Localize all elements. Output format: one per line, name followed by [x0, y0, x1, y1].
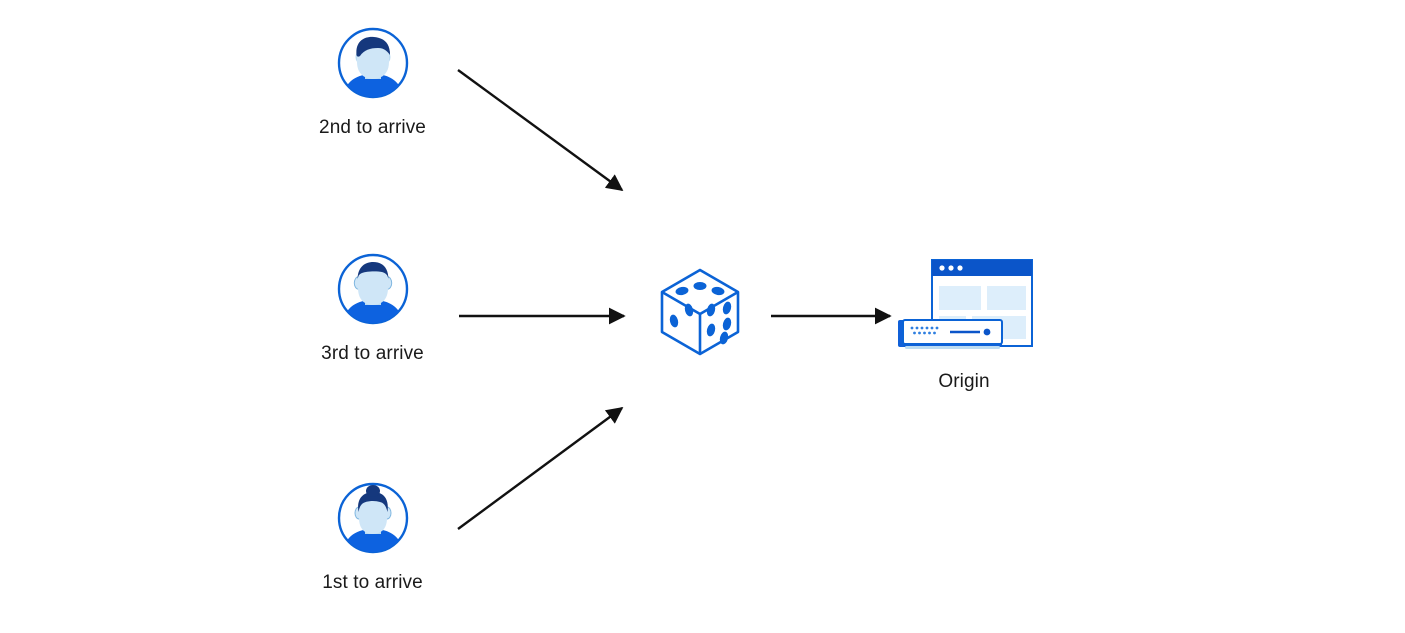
node-label: 2nd to arrive — [319, 117, 426, 138]
titlebar-dot — [939, 265, 945, 271]
titlebar-dot — [948, 265, 954, 271]
user-avatar-icon — [336, 481, 410, 555]
node-label: 3rd to arrive — [321, 343, 424, 364]
node-label: 1st to arrive — [322, 572, 423, 593]
user-avatar-icon — [336, 26, 410, 100]
dice-icon — [656, 266, 744, 358]
node-label: Origin — [938, 371, 990, 392]
arrow-client-top-to-randomizer — [457, 69, 624, 191]
arrow-client-bottom-to-randomizer — [457, 407, 624, 530]
node-client-top[interactable]: 2nd to arrive — [319, 26, 426, 140]
browser-window-with-server-icon — [894, 258, 1034, 356]
node-origin[interactable]: Origin — [894, 258, 1034, 394]
node-randomizer[interactable] — [656, 266, 744, 358]
node-client-bottom[interactable]: 1st to arrive — [322, 481, 423, 595]
node-client-middle[interactable]: 3rd to arrive — [321, 252, 424, 366]
user-avatar-icon — [336, 252, 410, 326]
titlebar-dot — [957, 265, 963, 271]
